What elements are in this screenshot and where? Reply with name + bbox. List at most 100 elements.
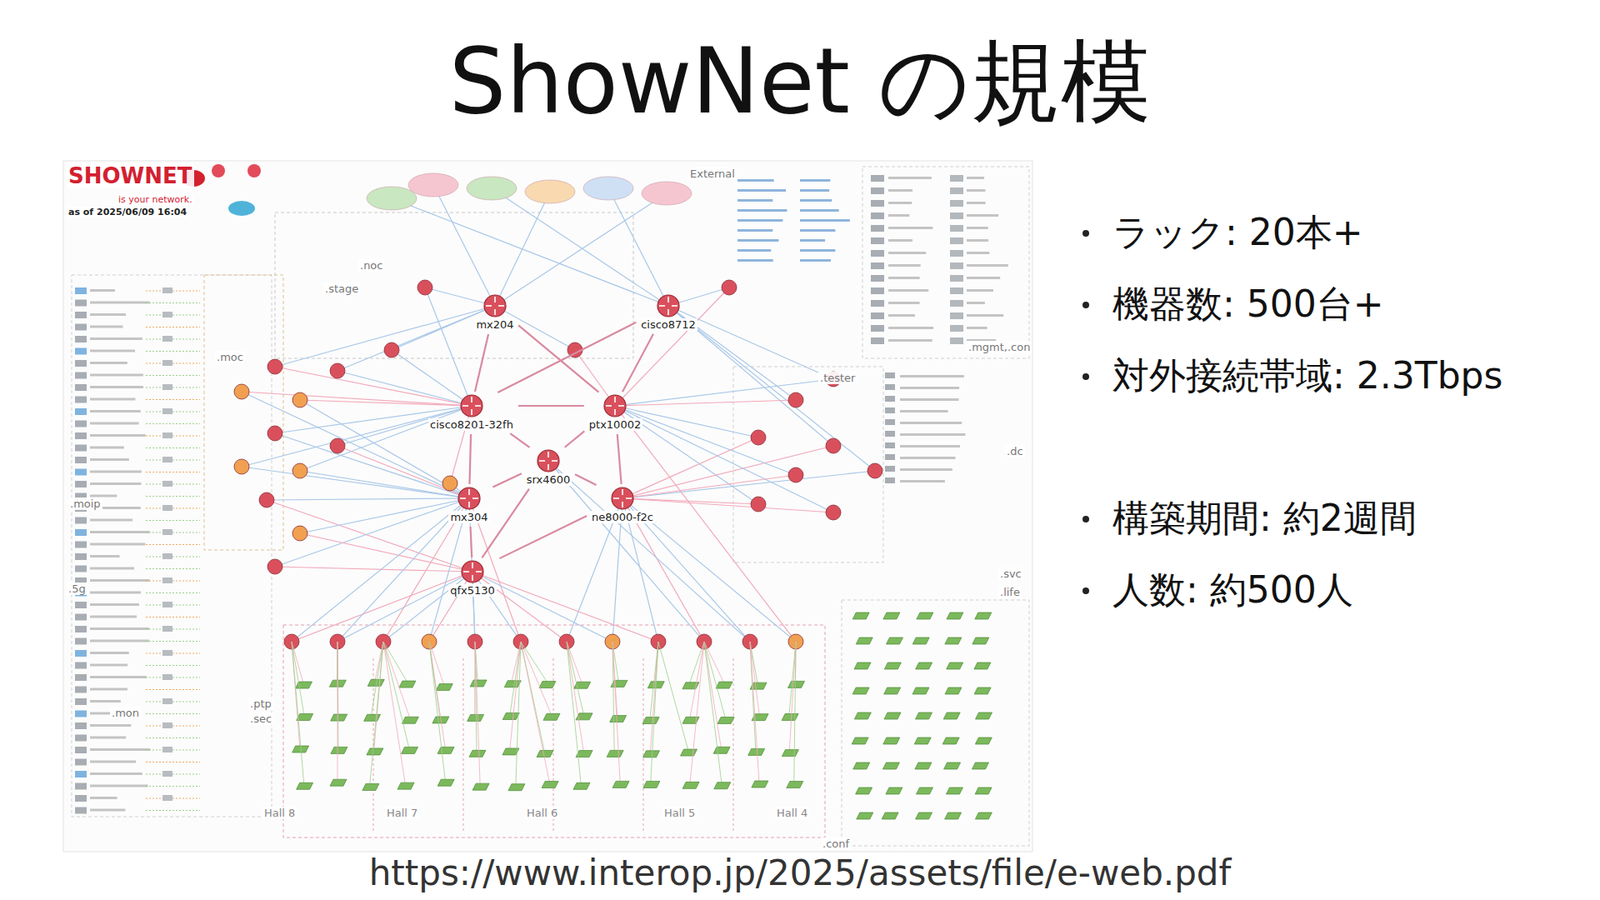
device-bar: [90, 519, 133, 522]
switch-icon: [397, 782, 415, 790]
access-wire: [690, 641, 705, 782]
device-icon: [870, 325, 885, 332]
access-wire: [145, 544, 200, 545]
router-icon: [267, 425, 283, 441]
device-bar: [90, 289, 115, 292]
router-arrow: [494, 296, 496, 303]
device-bar: [90, 567, 135, 570]
switch-icon: [852, 687, 870, 695]
switch-icon: [882, 762, 900, 770]
device-bar: [900, 398, 960, 401]
switch-icon: [437, 746, 455, 754]
region-box: [283, 625, 825, 838]
device-icon: [950, 200, 964, 207]
switch-icon: [915, 762, 932, 770]
segment-label: .moip: [68, 497, 103, 510]
device-bar: [888, 226, 933, 230]
config-bar: [800, 259, 831, 262]
switch-icon: [881, 812, 899, 820]
switch-icon: [883, 737, 900, 745]
peripheral-routers: [234, 280, 883, 650]
router-body: [484, 295, 506, 317]
switch-icon: [971, 762, 989, 770]
trunk-wire: [337, 445, 470, 499]
device-icon: [950, 175, 964, 182]
device-bar: [90, 350, 135, 353]
config-bar: [737, 249, 771, 252]
external-clouds: [366, 173, 692, 306]
cloud-shape: [641, 181, 692, 205]
device-icon: [75, 324, 87, 331]
device-icon: [75, 348, 87, 355]
device-bar: [966, 289, 994, 292]
device-icon: [75, 420, 87, 428]
trunk-wire: [472, 571, 521, 642]
bullet-item: 機器数: 500台+: [1112, 282, 1385, 325]
access-wire: [515, 641, 521, 785]
core-link: [499, 515, 587, 559]
core-router: qfx5130: [446, 559, 499, 599]
access-wire: [383, 641, 410, 717]
access-wire: [145, 592, 200, 594]
access-wire: [650, 641, 659, 718]
config-bar: [800, 239, 825, 242]
switch-icon: [362, 784, 380, 791]
access-wire: [145, 290, 200, 292]
device-icon: [75, 710, 87, 718]
device-icon: [75, 445, 87, 452]
access-wire: [383, 641, 410, 747]
uplink-wire: [608, 188, 669, 306]
device-bar: [966, 239, 989, 242]
router-symbol: [460, 559, 485, 585]
access-wire: [750, 641, 760, 781]
switch-icon: [856, 812, 874, 820]
router-arrow: [470, 409, 473, 415]
device-icon: [162, 335, 173, 342]
router-name: ne8000-f2c: [590, 510, 655, 524]
left-device-list: [75, 287, 200, 815]
switch-icon: [912, 637, 930, 645]
device-bar: [900, 375, 965, 378]
device-bar: [966, 276, 1000, 280]
device-bar: [90, 785, 149, 788]
device-icon: [162, 795, 173, 801]
switch-icon: [884, 712, 901, 720]
trunk-wire: [241, 391, 472, 406]
label-wrap: Hall 5: [662, 804, 697, 820]
device-icon: [75, 783, 87, 790]
config-bar: [737, 199, 773, 202]
config-bar: [800, 199, 832, 202]
config-bar: [737, 219, 783, 222]
router-icon: [259, 492, 275, 508]
trunk-wire: [622, 445, 834, 499]
switch-icon: [435, 684, 453, 691]
trunk-wire: [300, 400, 470, 499]
device-bar: [888, 176, 932, 180]
device-bar: [900, 421, 962, 425]
device-bar: [90, 772, 143, 775]
device-icon: [870, 225, 885, 232]
source-url: https://www.interop.jp/2025/assets/file/…: [369, 852, 1232, 894]
device-bar: [90, 434, 146, 437]
switch-icon: [912, 687, 930, 695]
router-arrow: [667, 309, 670, 315]
device-icon: [75, 722, 87, 730]
device-bar: [966, 176, 985, 180]
region-box: [204, 275, 284, 550]
segment-label: .tester: [818, 371, 857, 385]
access-wire: [145, 713, 200, 715]
trunk-wire: [383, 571, 473, 642]
device-icon: [162, 529, 173, 535]
switch-icon: [915, 787, 933, 795]
switch-icon: [915, 662, 933, 670]
device-icon: [75, 529, 87, 536]
trunk-wire: [615, 405, 796, 642]
config-bar: [737, 179, 775, 182]
device-bar: [888, 289, 929, 292]
device-bar: [90, 796, 118, 800]
device-icon: [870, 250, 885, 257]
switch-icon: [680, 749, 698, 756]
router-icon: [721, 280, 737, 295]
device-bar: [888, 264, 921, 267]
router-name: cisco8201-32fh: [428, 418, 515, 431]
